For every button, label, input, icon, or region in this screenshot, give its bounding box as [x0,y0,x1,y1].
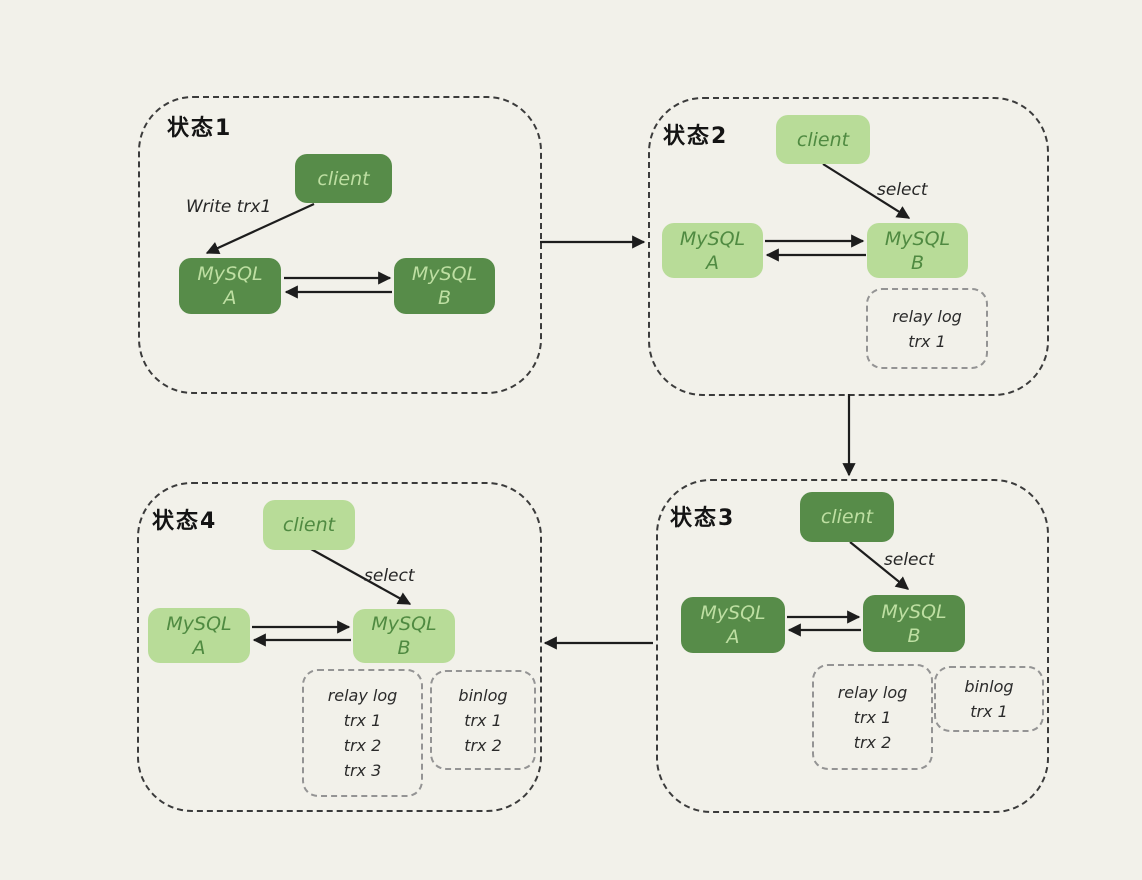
panel-state-3 [656,479,1049,813]
state-4-mysql-a-node: MySQL A [148,608,250,663]
arrow-state2-client-to-mysql-b [822,163,911,219]
mysql-node-label-line2: B [907,624,921,647]
state-3-select-label: select [884,550,935,570]
state-3-binlog-box: binlog trx 1 [934,666,1044,732]
state-4-client-node: client [263,500,355,550]
mysql-node-label-line2: B [910,251,925,274]
relay-log-entry: trx 2 [343,736,382,755]
binlog-entry: trx 2 [464,735,502,755]
mysql-node-label-line1: MySQL [411,263,478,285]
mysql-node-label-line1: MySQL [166,612,232,635]
client-node-label: client [317,167,370,190]
arrow-state1-client-to-mysql-a [205,202,315,255]
state-2-select-label: select [877,180,928,200]
binlog-entry: trx 1 [464,710,502,730]
mysql-node-label-line2: A [192,636,206,659]
relay-log-entry: trx 3 [343,761,382,780]
mysql-node-label-line2: A [223,287,237,309]
mysql-node-label-line2: A [726,626,740,648]
state-4-binlog-box: binlog trx 1 trx 2 [430,670,536,770]
state-3-relay-log-box: relay log trx 1 trx 2 [812,664,933,770]
state-4-select-label: select [364,566,415,586]
state-4-relay-log-box: relay log trx 1 trx 2 trx 3 [302,669,423,797]
client-node-label: client [282,514,336,536]
relay-log-title: relay log [892,306,962,326]
mysql-node-label-line1: MySQL [700,602,766,624]
relay-log-title: relay log [327,686,398,705]
mysql-node-label-line1: MySQL [197,263,263,285]
client-node-label: client [820,506,874,528]
binlog-entry: trx 1 [970,702,1008,721]
state-3-title: 状态3 [670,506,736,531]
panel-state-4 [137,482,542,812]
state-1-write-trx1-label: Write trx1 [186,197,272,217]
mysql-node-label-line2: A [706,251,719,274]
state-4-title: 状态4 [152,509,218,534]
mysql-node-label-line1: MySQL [371,613,437,635]
relay-log-entry: trx 1 [853,707,892,727]
state-3-mysql-a-node: MySQL A [681,597,785,653]
state-1-mysql-b-node: MySQL B [394,258,495,314]
state-2-client-node: client [776,115,870,164]
mysql-node-label-line2: B [397,637,411,659]
relay-log-title: relay log [837,682,908,702]
state-3-client-node: client [800,492,894,542]
mysql-node-label-line1: MySQL [881,600,947,623]
binlog-title: binlog [458,685,508,705]
state-1-client-node: client [295,154,392,203]
state-2-relay-log-box: relay log trx 1 [866,288,988,369]
relay-log-entry: trx 1 [908,331,946,351]
mysql-node-label-line1: MySQL [884,227,951,250]
relay-log-entry: trx 2 [853,732,892,752]
binlog-title: binlog [964,677,1014,696]
state-2-mysql-a-node: MySQL A [662,223,763,278]
state-2-title: 状态2 [663,124,729,149]
mysql-node-label-line1: MySQL [679,227,746,250]
panel-state-1 [138,96,542,394]
state-4-mysql-b-node: MySQL B [353,609,455,663]
state-1-title: 状态1 [167,116,233,141]
arrow-state4-client-to-mysql-b [310,548,412,605]
arrow-state3-client-to-mysql-b [849,541,910,590]
state-1-mysql-a-node: MySQL A [179,258,281,314]
mysql-node-label-line2: B [437,287,452,309]
state-3-mysql-b-node: MySQL B [863,595,965,652]
relay-log-entry: trx 1 [343,711,382,730]
client-node-label: client [796,128,850,151]
state-2-mysql-b-node: MySQL B [867,223,968,278]
